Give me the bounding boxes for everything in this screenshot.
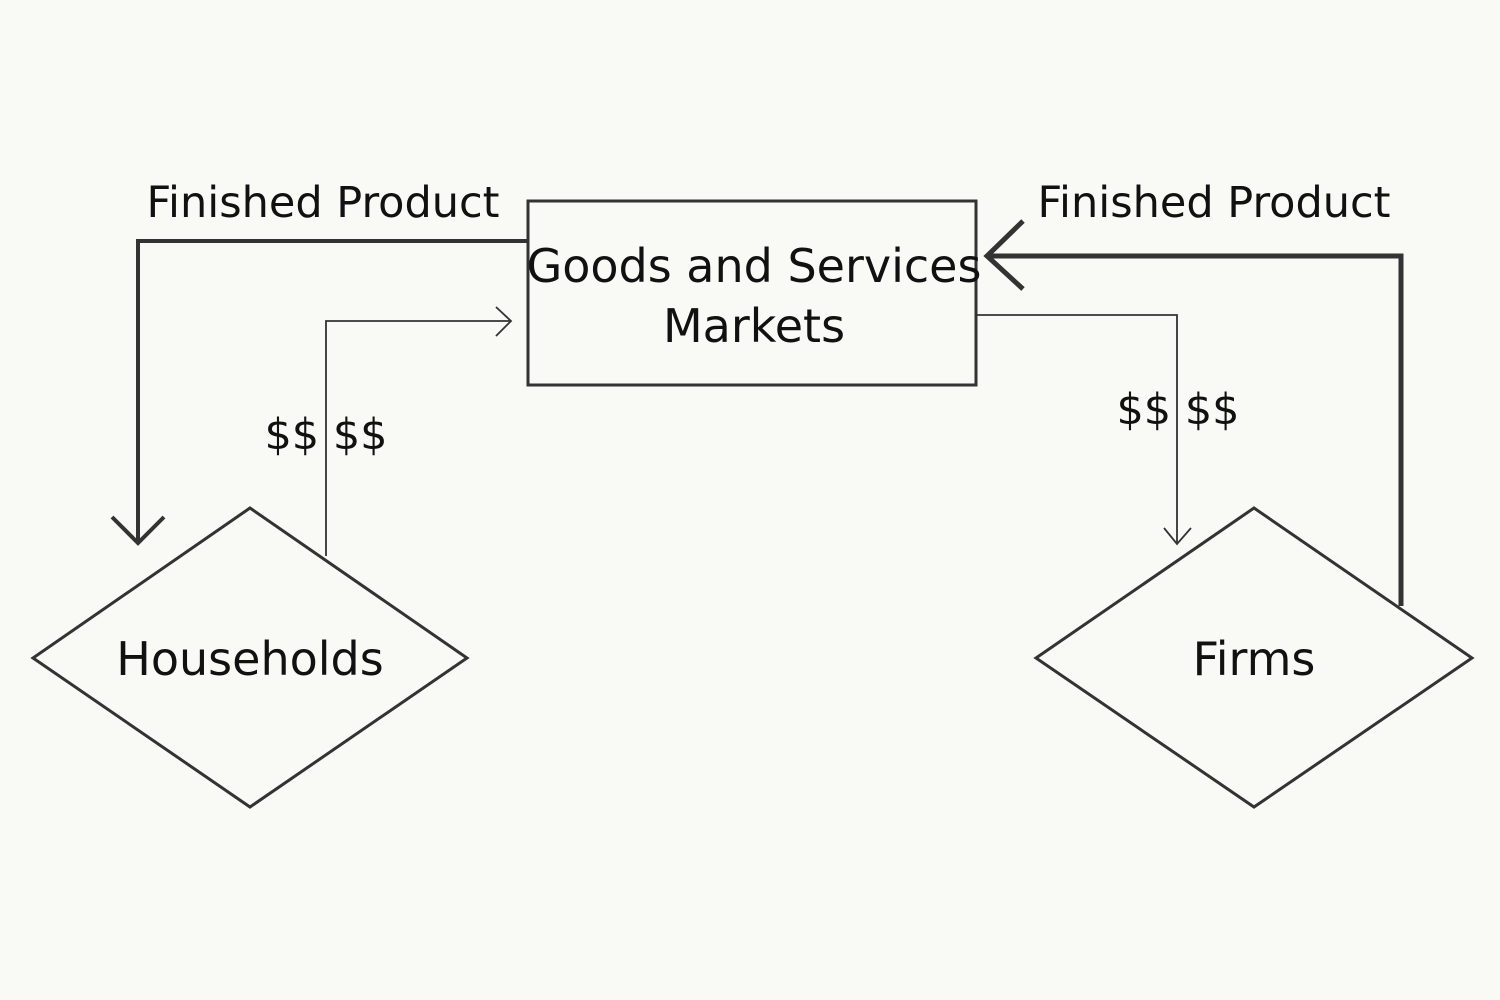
flow-line — [976, 314, 1178, 544]
flow-market-to-households: Finished Product — [110, 178, 528, 546]
arrowhead-down-icon — [110, 515, 166, 546]
flow-label-money-right: $$ $$ — [1116, 385, 1239, 435]
firms-label: Firms — [1193, 632, 1316, 686]
households-node: Households — [30, 506, 470, 809]
market-label-line1: Goods and Services — [527, 239, 982, 293]
flow-label-finished-product-right: Finished Product — [1037, 178, 1390, 228]
firms-diamond — [1033, 506, 1475, 809]
market-node: Goods and Services Markets — [526, 199, 982, 387]
flow-market-to-firms: $$ $$ — [976, 314, 1240, 546]
flow-label-money-left: $$ $$ — [264, 410, 387, 460]
arrowhead-down-icon — [1163, 527, 1192, 546]
market-label-line2: Markets — [663, 299, 845, 353]
flow-firms-to-market: Finished Product — [983, 178, 1404, 606]
flow-label-finished-product-left: Finished Product — [146, 178, 499, 228]
households-label: Households — [116, 632, 383, 686]
arrowhead-right-icon — [495, 306, 513, 337]
flow-line — [325, 320, 511, 556]
arrowhead-left-icon — [983, 219, 1025, 291]
firms-node: Firms — [1033, 506, 1475, 809]
households-diamond — [30, 506, 470, 809]
flow-line — [987, 253, 1404, 606]
flow-households-to-market: $$ $$ — [264, 306, 513, 556]
market-box — [526, 199, 978, 387]
flow-line — [136, 239, 528, 543]
